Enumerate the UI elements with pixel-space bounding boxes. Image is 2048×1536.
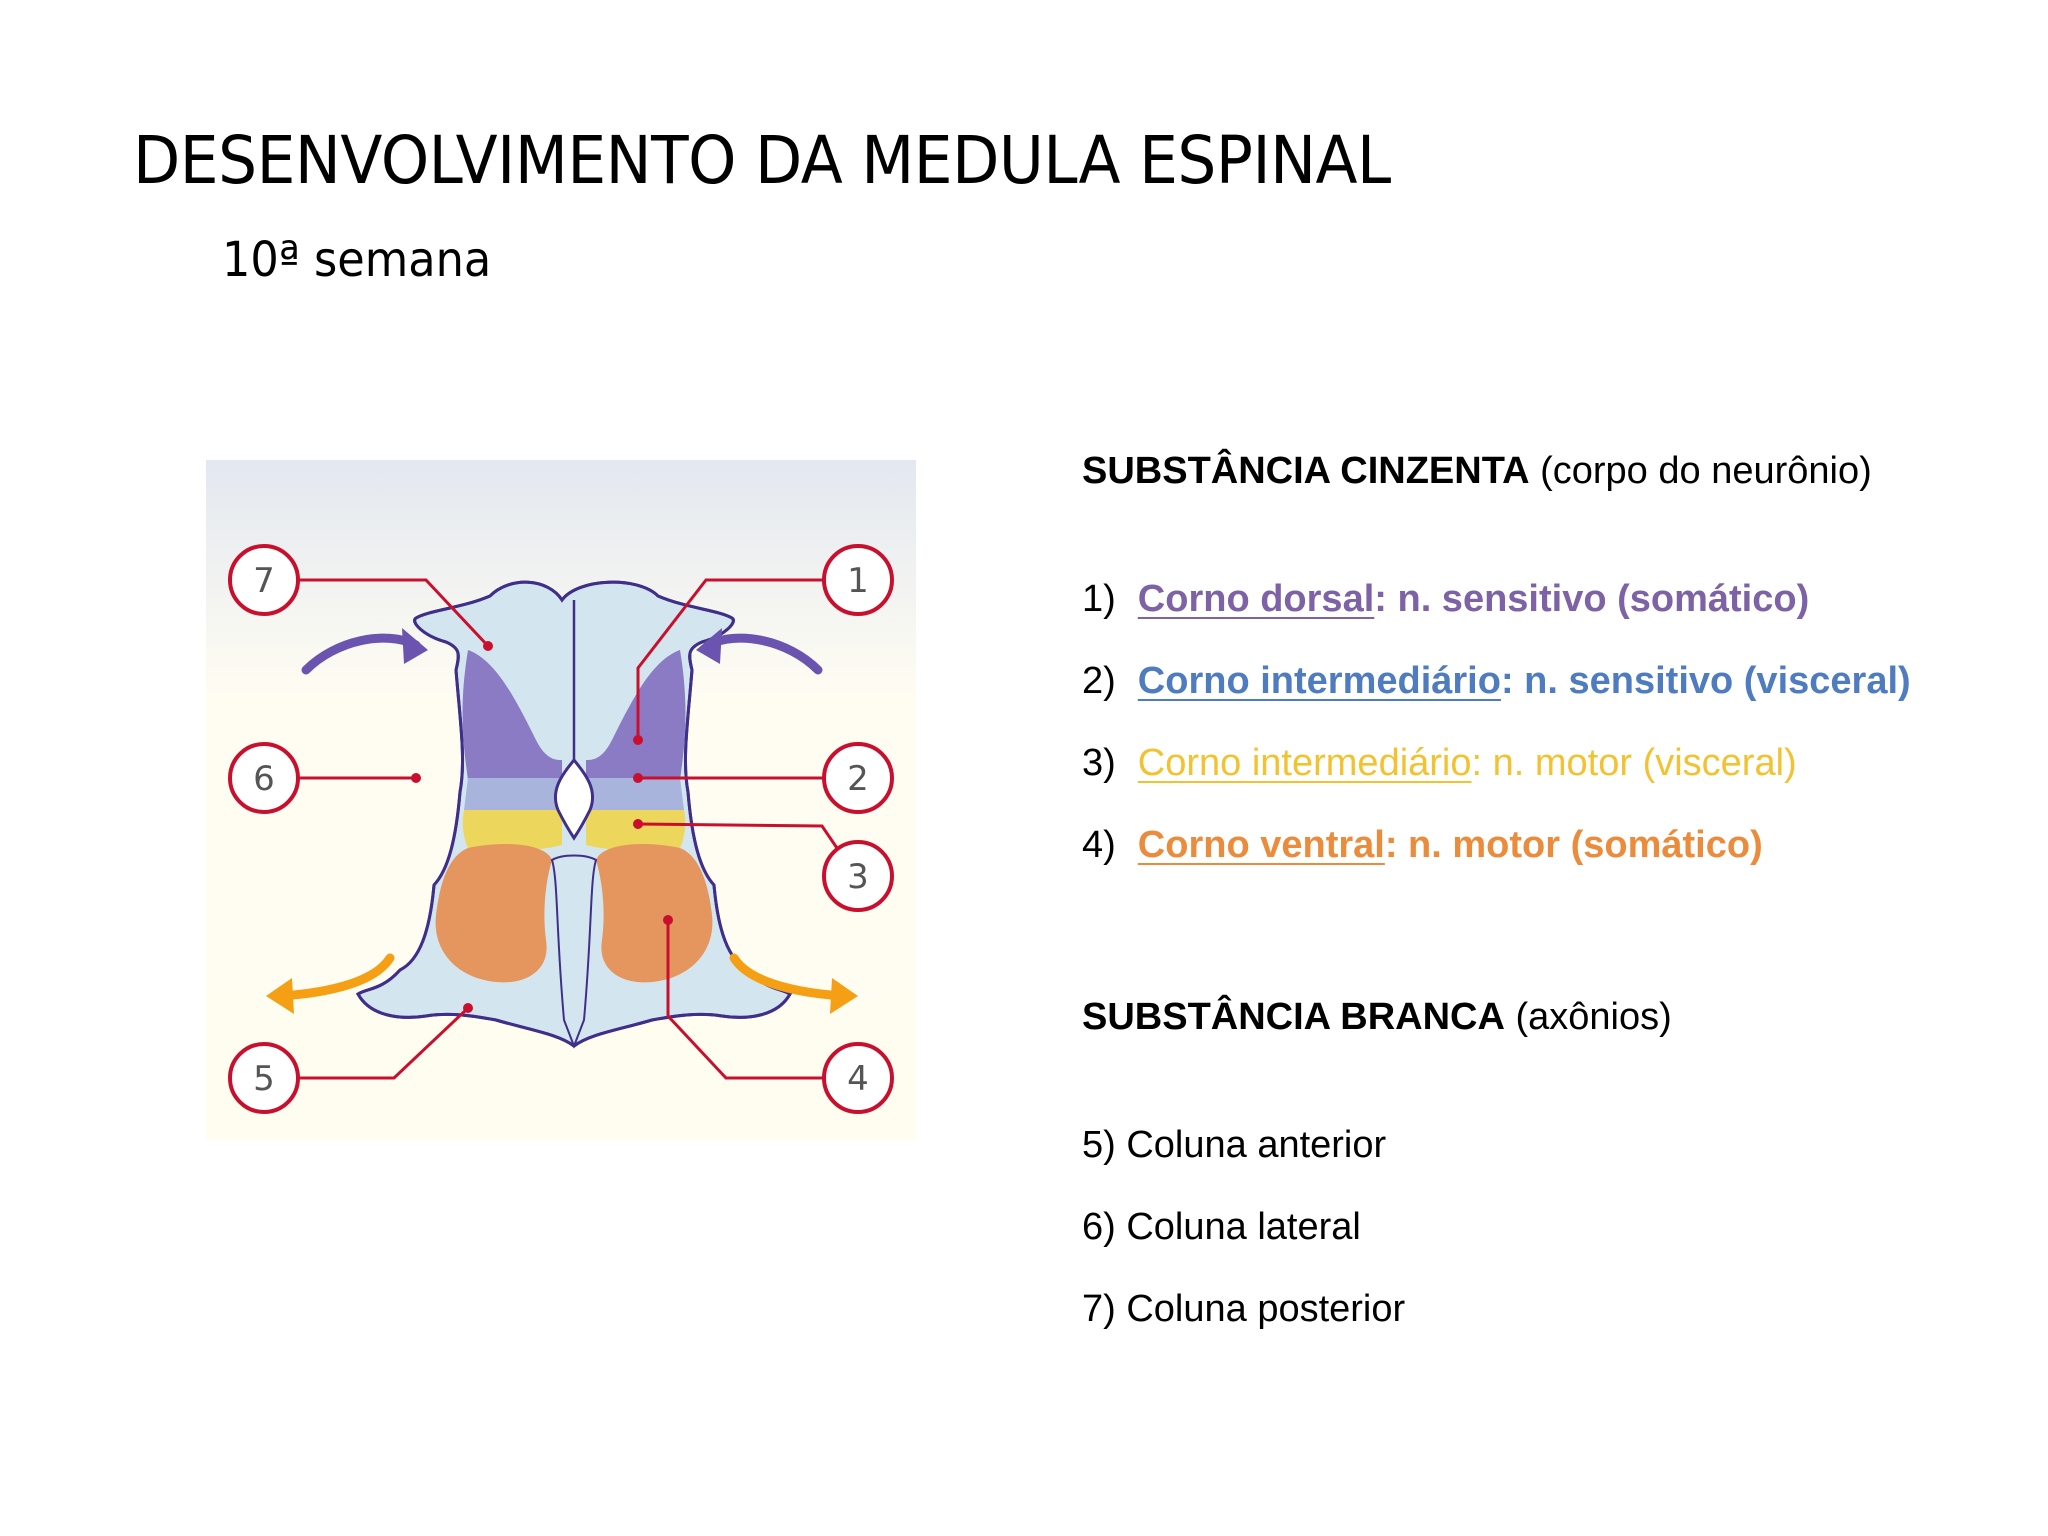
- intermediate-motor-right: [586, 810, 686, 851]
- gray-matter-heading: SUBSTÂNCIA CINZENTA: [1082, 450, 1530, 492]
- white-item-7: 7) Coluna posterior: [1082, 1288, 1406, 1330]
- orange-arrow-left: [277, 953, 395, 1001]
- central-canal: [553, 757, 595, 841]
- intermediate-sensory-left: [464, 778, 562, 810]
- white-matter-heading: SUBSTÂNCIA BRANCA: [1082, 996, 1505, 1038]
- leader-line-7: [268, 578, 490, 648]
- label-1: 1: [822, 544, 894, 616]
- intermediate-sensory-right: [586, 778, 684, 810]
- slide-subtitle: 10ª semana: [222, 232, 492, 288]
- label-5: 5: [228, 1042, 300, 1114]
- white-item-6: 6) Coluna lateral: [1082, 1206, 1361, 1248]
- label-6-text: 6: [253, 759, 275, 799]
- leader-dot-5: [463, 1003, 473, 1013]
- gray-item-3-num: 3): [1082, 742, 1116, 784]
- gray-item-4-num: 4): [1082, 824, 1116, 866]
- gray-matter-note: (corpo do neurônio): [1540, 450, 1872, 492]
- label-2-text: 2: [847, 759, 869, 799]
- spinal-cord-diagram: 7 1 6 2 3 5 4: [206, 460, 916, 1140]
- label-6: 6: [228, 742, 300, 814]
- label-7-text: 7: [253, 561, 275, 601]
- gray-item-2-desc: : n. sensitivo (visceral): [1500, 660, 1911, 702]
- cord-outline: [355, 580, 793, 1048]
- label-4-text: 4: [847, 1059, 869, 1099]
- ventral-horn-left: [435, 844, 552, 983]
- label-7: 7: [228, 544, 300, 616]
- leader-line-5: [268, 1006, 470, 1080]
- label-4: 4: [822, 1042, 894, 1114]
- leader-line-1: [636, 578, 856, 740]
- gray-item-3-desc: : n. motor (visceral): [1471, 742, 1797, 784]
- label-5-text: 5: [253, 1059, 275, 1099]
- gray-item-4-desc: : n. motor (somático): [1384, 824, 1763, 866]
- gray-item-1-term: Corno dorsal: [1137, 578, 1375, 620]
- leader-dot-7: [483, 641, 493, 651]
- orange-arrow-right: [729, 953, 847, 1001]
- gray-item-1-desc: : n. sensitivo (somático): [1374, 578, 1810, 620]
- gray-item-3-term: Corno intermediário: [1137, 742, 1472, 784]
- gray-matter-heading-line: SUBSTÂNCIA CINZENTA (corpo do neurônio): [1082, 450, 1872, 493]
- gray-item-1-num: 1): [1082, 578, 1116, 620]
- gray-item-2-num: 2): [1082, 660, 1116, 702]
- purple-arrowhead-left: [402, 628, 428, 664]
- label-1-text: 1: [847, 561, 869, 601]
- dorsal-horn-left: [462, 650, 562, 780]
- gray-item-3: 3) Corno intermediário: n. motor (viscera…: [1082, 742, 1797, 785]
- gray-item-1: 1) Corno dorsal: n. sensitivo (somático): [1082, 578, 1809, 621]
- slide-title: DESENVOLVIMENTO DA MEDULA ESPINAL: [133, 122, 1391, 199]
- white-matter-note: (axônios): [1515, 996, 1672, 1038]
- leader-dot-6: [411, 773, 421, 783]
- gray-item-4: 4) Corno ventral: n. motor (somático): [1082, 824, 1763, 867]
- ventral-fissure: [550, 854, 598, 1049]
- orange-arrowhead-right: [830, 978, 858, 1014]
- leader-dot-3: [633, 819, 643, 829]
- label-3: 3: [822, 840, 894, 912]
- dorsal-horn-right: [586, 650, 686, 780]
- white-item-5: 5) Coluna anterior: [1082, 1124, 1387, 1166]
- leader-dot-4: [663, 915, 673, 925]
- label-3-text: 3: [847, 857, 869, 897]
- leader-dot-2: [633, 773, 643, 783]
- white-matter-heading-line: SUBSTÂNCIA BRANCA (axônios): [1082, 996, 1672, 1039]
- gray-item-2-term: Corno intermediário: [1137, 660, 1501, 702]
- leader-dot-1: [633, 735, 643, 745]
- orange-arrowhead-left: [266, 978, 294, 1014]
- gray-item-4-term: Corno ventral: [1137, 824, 1385, 866]
- label-2: 2: [822, 742, 894, 814]
- leader-line-4: [666, 920, 856, 1080]
- purple-arrowhead-right: [696, 628, 722, 664]
- gray-item-2: 2) Corno intermediário: n. sensitivo (vis…: [1082, 660, 1911, 703]
- ventral-horn-right: [596, 844, 713, 983]
- intermediate-motor-left: [462, 810, 562, 851]
